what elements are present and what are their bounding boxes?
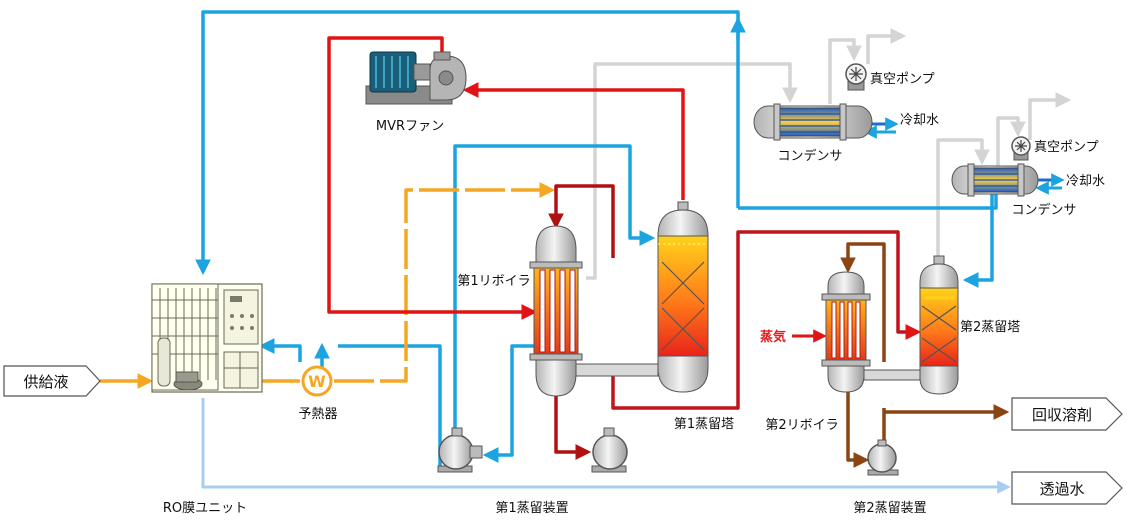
condenser-2-label: コンデンサ	[1011, 202, 1076, 218]
top-return-line	[195, 10, 740, 276]
vacuum-pump-1	[845, 63, 867, 91]
distillation-unit-2-label: 第2蒸留装置	[853, 501, 926, 516]
reboiler2-top-line	[840, 242, 886, 362]
permeate-water-label: 透過水	[1039, 480, 1084, 498]
ro-unit-label: RO膜ユニット	[163, 501, 247, 516]
pipes	[100, 10, 1072, 494]
tower1-reflux-line	[453, 144, 656, 446]
vent-line-2	[936, 138, 990, 258]
labels: MVRファン 真空ポンプ 冷却水 コンデンサ 真空ポンプ 冷却水 コンデンサ 第…	[163, 72, 1105, 516]
tower1-bottom-line	[611, 230, 922, 410]
reboiler1-top-line	[548, 184, 615, 258]
recovered-solvent-box: 回収溶剤	[1011, 397, 1123, 431]
vent-line-2b	[996, 116, 1026, 168]
ro-membrane-unit	[151, 283, 263, 393]
vacuum-pump-1-label: 真空ポンプ	[870, 72, 935, 87]
preheater-symbol: W	[308, 372, 326, 391]
tower-1-label: 第1蒸留塔	[674, 417, 734, 432]
pump-3	[867, 439, 899, 476]
preheater-to-ro-line	[258, 338, 302, 362]
vacuum-pump-2-label: 真空ポンプ	[1034, 140, 1099, 155]
steam-label: 蒸気	[760, 329, 786, 345]
permeate-water-line	[201, 398, 1011, 494]
pump1-discharge-line	[482, 344, 534, 463]
reboiler-2	[821, 271, 921, 393]
recovered-solvent-label: 回収溶剤	[1032, 406, 1092, 424]
mvr-fan	[365, 51, 467, 105]
feed-liquid-label: 供給液	[23, 373, 68, 391]
reboiler2-bottom-line	[846, 392, 870, 468]
mvr-fan-label: MVRファン	[376, 119, 444, 134]
preheater: W	[301, 365, 333, 397]
condenser-2	[951, 163, 1039, 197]
condenser-1	[753, 103, 873, 141]
condensate-to-tower2	[962, 192, 994, 288]
preheater-to-reboiler1-line	[334, 182, 556, 383]
reboiler-1	[529, 225, 659, 397]
mvr-discharge-line	[327, 36, 538, 320]
cooling-water-1-label: 冷却水	[900, 113, 939, 128]
pump-2	[591, 427, 628, 473]
vent-line-1c	[866, 28, 907, 64]
distillation-unit-1-label: 第1蒸留装置	[495, 501, 568, 516]
reboiler-2-label: 第2リボイラ	[765, 418, 838, 433]
condensate-line-2	[738, 194, 998, 210]
preheater-return-line	[338, 344, 442, 470]
distillation-tower-2	[919, 255, 959, 395]
vacuum-pump-2	[1011, 136, 1031, 161]
tower-2-label: 第2蒸留塔	[960, 320, 1020, 335]
condenser-1-label: コンデンサ	[777, 148, 842, 164]
tower1-vapor-line	[462, 82, 685, 200]
feed-liquid-box: 供給液	[3, 365, 101, 397]
reboiler-1-label: 第1リボイラ	[457, 274, 530, 289]
permeate-water-box: 透過水	[1011, 471, 1123, 505]
reboiler1-bottom-line	[554, 396, 592, 460]
vent-line-2c	[1028, 92, 1072, 140]
cooling-water-2-label: 冷却水	[1066, 174, 1105, 189]
preheater-label: 予熱器	[298, 407, 337, 422]
vent-line-1	[586, 62, 798, 280]
distillation-tower-1	[657, 201, 709, 393]
vent-line-1b	[828, 38, 862, 104]
pump-1	[437, 427, 483, 473]
